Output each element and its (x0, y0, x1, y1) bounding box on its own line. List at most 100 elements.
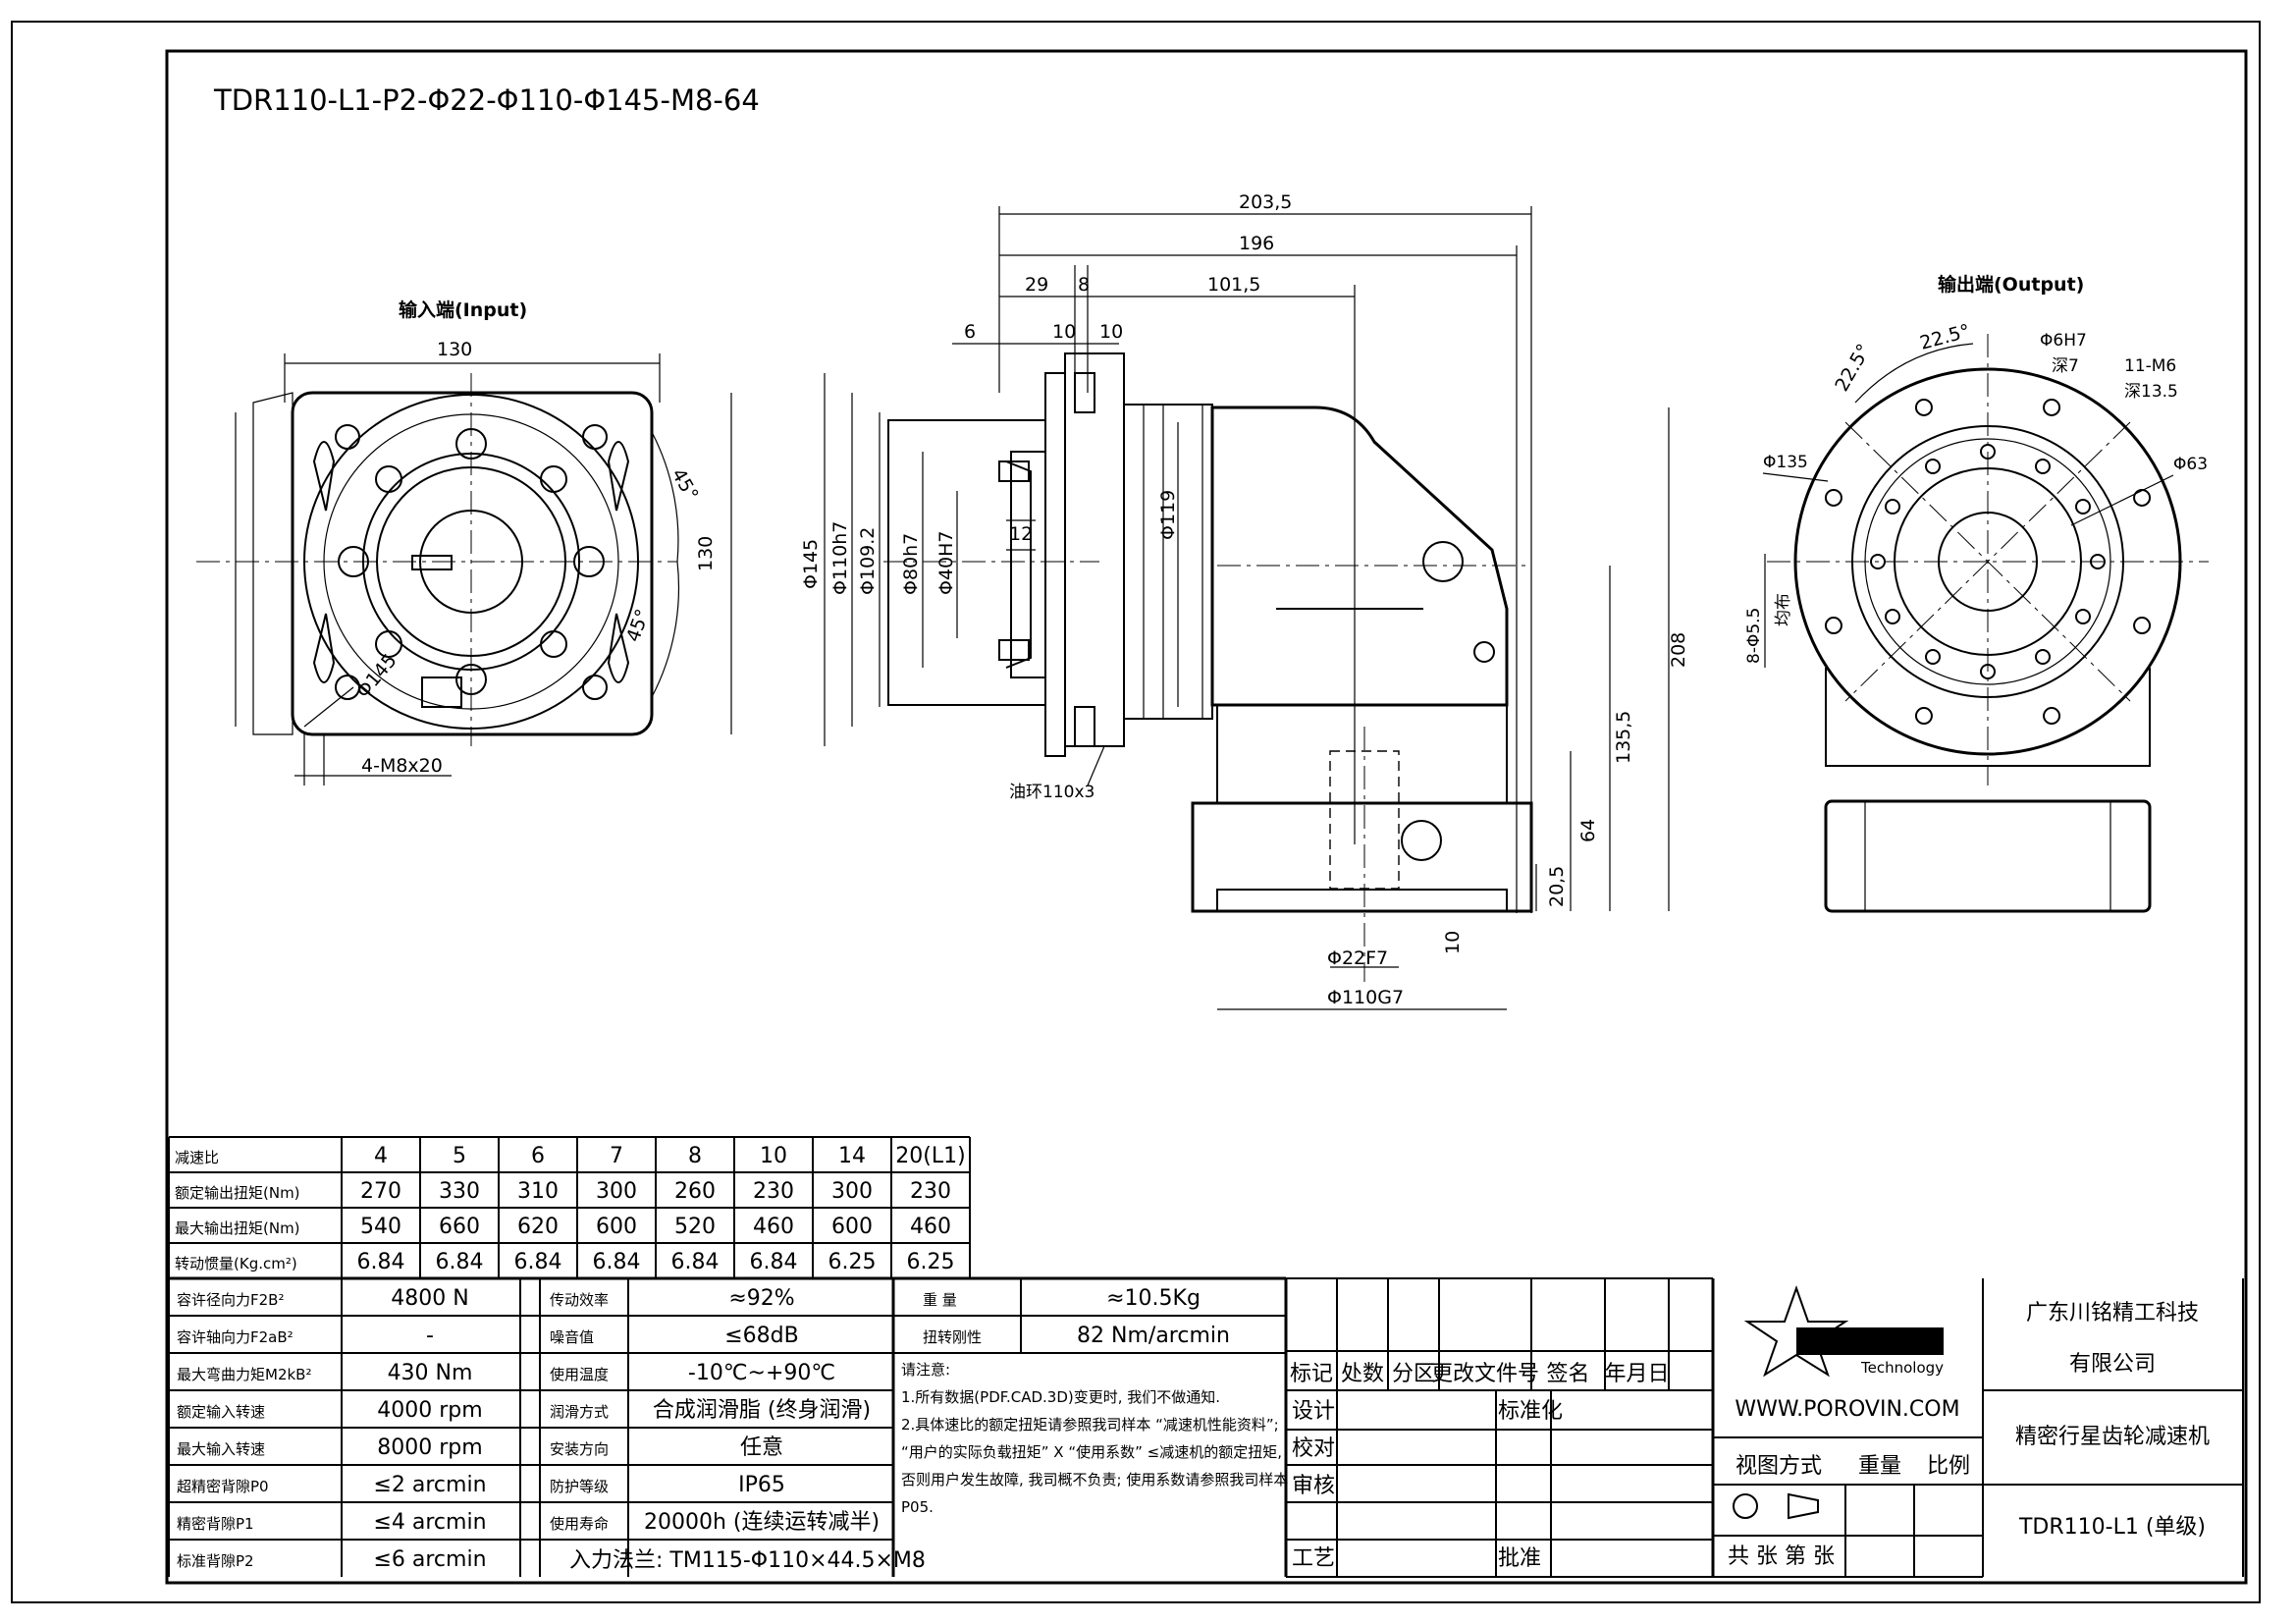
spec-mid-label: 传动效率 (550, 1291, 609, 1309)
dim-holes-note: 均布 (1774, 593, 1793, 626)
dim-threads: 11-M6 (2124, 356, 2176, 376)
housing-hole (1473, 641, 1495, 663)
stiffness-label: 扭转刚性 (923, 1328, 982, 1346)
bolt-hole (375, 630, 402, 658)
company-line2: 有限公司 (2069, 1352, 2156, 1377)
approve-label: 批准 (1498, 1546, 1541, 1571)
spec-value: 430 Nm (388, 1361, 473, 1385)
ratio-header-cell: 6 (531, 1144, 545, 1168)
input-flange-spec: 入力法兰: TM115-Φ110×44.5×M8 (569, 1548, 926, 1573)
dim-dia110g7: Φ110G7 (1327, 987, 1404, 1008)
bolt-hole (582, 424, 608, 450)
output-bolt-hole (2133, 617, 2152, 635)
dim-pin: Φ6H7 (2040, 331, 2087, 351)
output-thread-hole (2074, 609, 2091, 624)
notes-line: P05. (901, 1498, 934, 1516)
dim-8: 8 (1078, 274, 1090, 296)
company-line1: 广东川铭精工科技 (2026, 1301, 2199, 1326)
dim-thread-depth: 深13.5 (2124, 382, 2178, 402)
output-base-lines (1825, 668, 2151, 767)
ratio-cell: 230 (910, 1179, 951, 1204)
model-name: TDR110-L1 (单级) (2018, 1515, 2206, 1540)
output-thread-hole (1925, 459, 1941, 475)
output-thread-hole (1925, 648, 1941, 665)
dim-d63: Φ63 (2173, 455, 2208, 474)
dim-dia22: Φ22F7 (1327, 947, 1388, 969)
revision-header: 更改文件号 (1431, 1362, 1539, 1386)
input-side-stub (252, 392, 294, 735)
view-method-label: 视图方式 (1735, 1454, 1822, 1479)
ratio-row-label: 最大输出扭矩(Nm) (175, 1219, 300, 1237)
input-coupling (1005, 460, 1032, 669)
output-neck (1216, 704, 1508, 804)
bolt-hole (338, 546, 369, 577)
notes-line: “用户的实际负载扭矩” X “使用系数” ≤减速机的额定扭矩, (901, 1443, 1282, 1461)
revision-header: 年月日 (1604, 1362, 1669, 1386)
inner-border (165, 49, 2248, 1585)
revision-header: 签名 (1546, 1362, 1589, 1386)
spec-label: 精密背隙P1 (177, 1515, 254, 1533)
dim-length: 196 (1239, 233, 1274, 254)
coupling-screw (998, 460, 1030, 482)
ratio-cell: 540 (360, 1215, 401, 1239)
output-bolt-hole (1824, 617, 1842, 635)
ratio-cell: 260 (674, 1179, 716, 1204)
title-block: 标记处数分区更改文件号签名年月日设计标准化校对审核工艺批准POROVINTech… (1284, 1277, 2244, 1578)
dim-10b: 10 (1099, 321, 1123, 343)
dim-h135: 135,5 (1613, 711, 1634, 764)
spec-mid-label: 噪音值 (550, 1328, 594, 1346)
input-view: 输入端(Input) 130 130 (196, 298, 732, 785)
ratio-cell: 6.84 (750, 1250, 798, 1274)
adapter-flange (1044, 372, 1066, 757)
bolt-hole (540, 465, 567, 493)
review-label: 审核 (1292, 1474, 1335, 1498)
flange-screw (1074, 706, 1095, 747)
output-base-box (1824, 799, 2152, 913)
dim-input-width: 130 (437, 339, 472, 360)
ratio-row-label: 额定输出扭矩(Nm) (175, 1184, 300, 1202)
spec-label: 容许轴向力F2aB² (177, 1328, 294, 1346)
leader (2070, 474, 2174, 526)
dim-h64: 64 (1577, 819, 1599, 842)
spec-mid-label: 润滑方式 (550, 1403, 609, 1421)
ratio-cell: 600 (831, 1215, 873, 1239)
angle-arc (651, 561, 680, 698)
standard-label: 标准化 (1498, 1399, 1563, 1424)
spec-label: 容许径向力F2B² (177, 1291, 284, 1309)
spec-mid-value: ≈92% (728, 1286, 794, 1311)
spec-mid-label: 防护等级 (550, 1478, 609, 1495)
spec-value: - (426, 1324, 434, 1348)
dim-input-bolt: 4-M8x20 (361, 755, 443, 777)
output-thread-hole (1870, 554, 1886, 569)
weight-value: ≈10.5Kg (1106, 1286, 1201, 1311)
ratio-header-cell: 5 (453, 1144, 466, 1168)
input-keyway (411, 555, 453, 570)
notes-line: 否则用户发生故障, 我司概不负责; 使用系数请参照我司样本 (901, 1471, 1288, 1489)
input-view-title: 输入端(Input) (399, 298, 527, 321)
output-thread-hole (1980, 664, 1996, 679)
angle-arc (651, 431, 679, 563)
ratio-cell: 6.25 (907, 1250, 955, 1274)
spec-value: 4800 N (391, 1286, 468, 1311)
ratio-cell: 310 (517, 1179, 559, 1204)
bolt-hole (375, 465, 402, 493)
output-bolt-hole (2043, 398, 2061, 416)
dim-10a: 10 (1052, 321, 1076, 343)
dim-dia119: Φ119 (1157, 490, 1179, 540)
spec-mid-value: -10℃~+90℃ (688, 1361, 835, 1385)
model-code: TDR110-L1-P2-Φ22-Φ110-Φ145-M8-64 (213, 83, 760, 117)
revision-header: 处数 (1341, 1362, 1384, 1386)
output-bolt-hole (1824, 488, 1842, 507)
flange-pocket (312, 613, 336, 683)
ratio-cell: 300 (596, 1179, 637, 1204)
oil-ring-label: 油环110x3 (1009, 783, 1095, 802)
ratio-cell: 460 (910, 1215, 951, 1239)
output-spigot (1216, 889, 1508, 912)
angle-arc (1854, 343, 1974, 404)
website: WWW.POROVIN.COM (1735, 1397, 1959, 1422)
output-thread-hole (1980, 444, 1996, 460)
flange-screw (1074, 372, 1095, 413)
ratio-cell: 620 (517, 1215, 559, 1239)
